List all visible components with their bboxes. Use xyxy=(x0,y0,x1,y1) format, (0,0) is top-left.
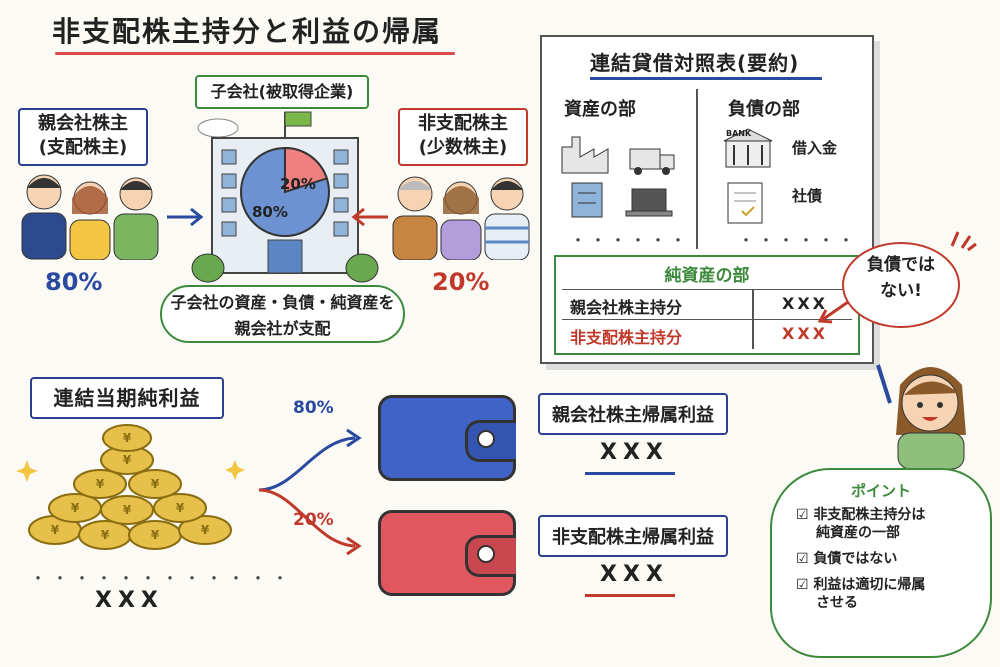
nci-shareholders-people-icon xyxy=(392,176,530,260)
liabilities-header: 負債の部 xyxy=(728,99,800,120)
control-note-line1: 子会社の資産・負債・純資産を xyxy=(170,293,395,312)
svg-text:¥: ¥ xyxy=(201,523,210,537)
laptop-icon xyxy=(625,188,673,217)
teacher-icon xyxy=(876,364,966,470)
control-note: 子会社の資産・負債・純資産を 親会社が支配 xyxy=(160,285,405,343)
nci-arrow xyxy=(351,207,388,227)
svg-text:¥: ¥ xyxy=(51,523,60,537)
liabilities-icons xyxy=(723,128,773,224)
not-liability-bubble: 負債では ない! xyxy=(842,242,960,328)
net-assets-section: 純資産の部 親会社株主持分 XXX 非支配株主持分 XXX xyxy=(554,255,860,355)
parent-percent: 80% xyxy=(45,268,103,296)
red-wallet-icon xyxy=(378,510,516,596)
subsidiary-building-icon xyxy=(191,111,379,283)
office-building-icon xyxy=(571,182,603,218)
svg-text:¥: ¥ xyxy=(123,503,132,517)
point-item-1: ☑ 非支配株主持分は xyxy=(796,506,925,524)
assets-header: 資産の部 xyxy=(564,99,636,120)
page-title: 非支配株主持分と利益の帰属 xyxy=(52,15,443,48)
parent-shareholders-people-icon xyxy=(21,174,159,260)
point-item-1-text: 非支配株主持分は xyxy=(813,507,926,523)
not-liability-line1: 負債では xyxy=(867,255,935,275)
balance-sheet-title-underline xyxy=(590,77,822,80)
parent-income-value: XXX xyxy=(600,440,669,465)
point-item-2-text: 負債ではない xyxy=(813,551,898,567)
title-underline xyxy=(55,52,455,55)
borrowings-label: 借入金 xyxy=(792,139,838,157)
svg-text:¥: ¥ xyxy=(176,501,185,515)
nci-shareholders-line1: 非支配株主 xyxy=(418,113,508,134)
svg-text:¥: ¥ xyxy=(71,501,80,515)
parent-equity-label: 親会社株主持分 xyxy=(570,298,683,317)
bond-certificate-icon xyxy=(727,182,763,224)
svg-text:¥: ¥ xyxy=(96,477,105,491)
pie-parent-label: 80% xyxy=(252,203,288,221)
flow-nci-percent: 20% xyxy=(293,510,334,530)
not-liability-line2: ない! xyxy=(880,281,922,301)
nci-income-label: 非支配株主帰属利益 xyxy=(538,515,728,557)
nci-shareholders-box: 非支配株主 (少数株主) xyxy=(398,108,528,166)
parent-income-label: 親会社株主帰属利益 xyxy=(538,393,728,435)
points-box: ポイント ☑ 非支配株主持分は 純資産の一部 ☑ 負債ではない ☑ 利益は適切に… xyxy=(770,468,992,658)
balance-sheet-title: 連結貸借対照表(要約) xyxy=(590,51,800,75)
bonds-label: 社債 xyxy=(792,187,823,205)
nci-equity-value: XXX xyxy=(782,324,829,343)
control-note-line2: 親会社が支配 xyxy=(234,319,331,338)
svg-text:¥: ¥ xyxy=(123,453,132,467)
point-item-1-cont: 純資産の一部 xyxy=(816,525,900,541)
svg-text:¥: ¥ xyxy=(123,431,132,445)
nci-equity-label: 非支配株主持分 xyxy=(570,328,683,347)
pie-nci-label: 20% xyxy=(280,175,316,193)
nci-income-value: XXX xyxy=(600,562,669,587)
point-item-2: ☑ 負債ではない xyxy=(796,550,897,568)
assets-icons xyxy=(561,136,675,218)
flow-parent-percent: 80% xyxy=(293,398,334,418)
subsidiary-label: 子会社(被取得企業) xyxy=(195,75,369,109)
balance-sheet-divider xyxy=(696,89,698,249)
coin-pile-icon: ¥ ¥ ¥ ¥ ¥ ¥ ¥ ¥ ¥ ¥ ¥ xyxy=(16,424,245,550)
factory-icon xyxy=(561,136,609,174)
parent-equity-value: XXX xyxy=(782,294,829,313)
svg-text:¥: ¥ xyxy=(151,528,160,542)
point-item-3-cont: させる xyxy=(816,595,858,611)
net-income-label: 連結当期純利益 xyxy=(30,377,224,419)
liabilities-dots: ・・・・・・ xyxy=(738,231,859,250)
nci-percent: 20% xyxy=(432,268,490,296)
parent-income-underline xyxy=(585,472,675,475)
blue-wallet-icon xyxy=(378,395,516,481)
checkbox-icon: ☑ xyxy=(796,507,809,523)
checkbox-icon: ☑ xyxy=(796,551,809,567)
point-item-3: ☑ 利益は適切に帰属 xyxy=(796,576,925,594)
svg-text:¥: ¥ xyxy=(151,477,160,491)
bank-icon xyxy=(723,128,773,168)
net-assets-rule xyxy=(562,289,852,290)
nci-income-underline xyxy=(585,594,675,597)
parent-shareholders-box: 親会社株主 (支配株主) xyxy=(18,108,148,166)
bank-sign: BANK xyxy=(726,129,752,138)
net-income-value: XXX xyxy=(95,588,164,613)
assets-dots: ・・・・・・ xyxy=(570,231,691,250)
parent-shareholders-line2: (支配株主) xyxy=(38,137,128,158)
net-assets-row-rule xyxy=(562,319,852,320)
parent-shareholders-line1: 親会社株主 xyxy=(38,113,128,134)
checkbox-icon: ☑ xyxy=(796,577,809,593)
balance-sheet: 連結貸借対照表(要約) 資産の部 負債の部 BANK 借入金 社債 ・・・・・・… xyxy=(540,35,874,364)
point-item-3-text: 利益は適切に帰属 xyxy=(813,577,926,593)
emphasis-lines-icon xyxy=(950,231,977,252)
parent-arrow xyxy=(167,207,204,227)
allocation-arrows xyxy=(258,428,362,556)
nci-shareholders-line2: (少数株主) xyxy=(418,137,508,158)
net-assets-header: 純資産の部 xyxy=(664,266,750,286)
net-income-dots: ・・・・・・・・・・・・ xyxy=(30,569,295,588)
svg-text:¥: ¥ xyxy=(101,528,110,542)
bubble-pointer-arrow xyxy=(817,300,849,324)
points-title: ポイント xyxy=(850,482,911,500)
truck-icon xyxy=(629,148,675,175)
